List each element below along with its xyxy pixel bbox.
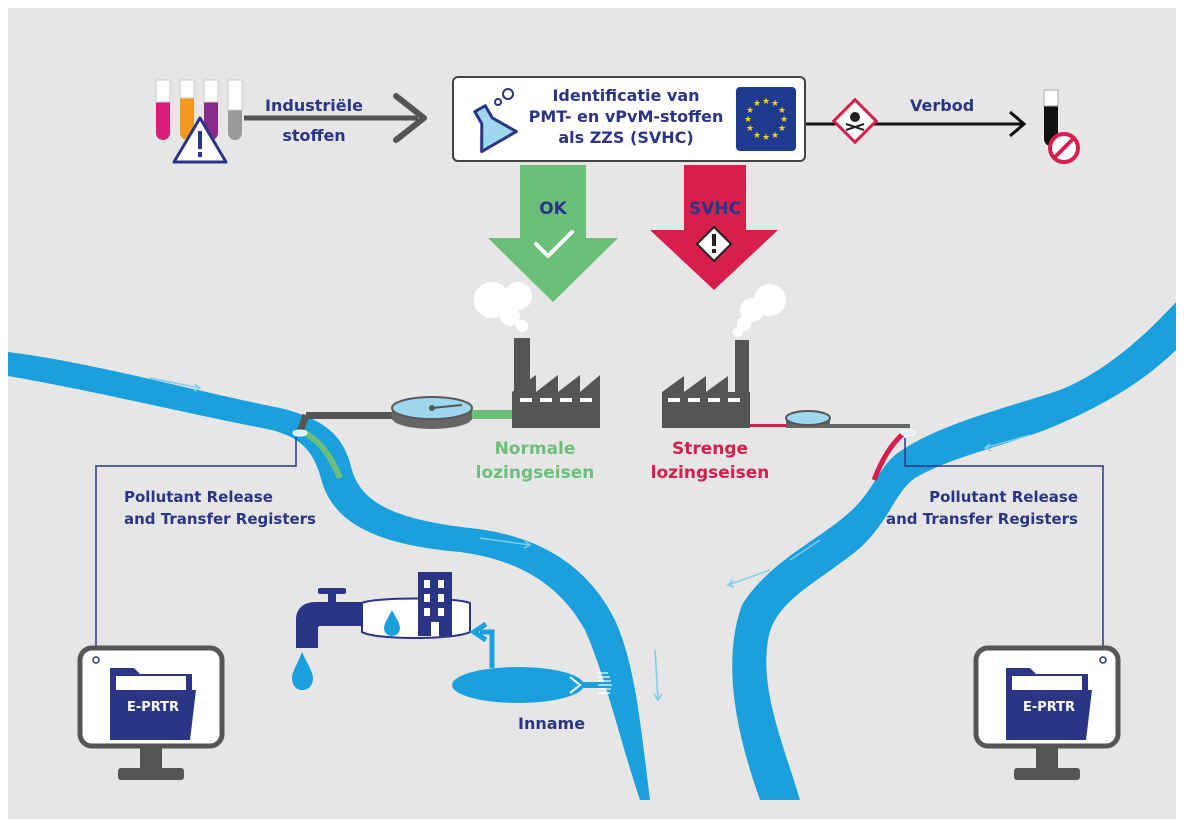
register-right-line2: and Transfer Registers	[886, 510, 1078, 528]
eu-flag-icon: ★★★★ ★★★★ ★★★★	[736, 87, 796, 151]
register-left-line2: and Transfer Registers	[124, 510, 316, 528]
factory-icon	[512, 338, 600, 428]
smoke-icon	[733, 284, 786, 337]
svg-text:★: ★	[778, 124, 786, 134]
treatment-tank-icon	[785, 410, 831, 428]
hazard-exclamation-icon	[695, 225, 733, 263]
ok-arrow	[488, 165, 618, 302]
svg-text:★: ★	[746, 124, 754, 134]
industrial-label-line1: Industriële	[265, 96, 363, 115]
folder-icon	[1006, 668, 1092, 740]
identification-line1: Identificatie van	[552, 86, 700, 105]
test-tubes-icon	[155, 79, 243, 140]
ban-label: Verbod	[910, 96, 975, 115]
svg-text:★: ★	[753, 99, 761, 109]
register-left-line1: Pollutant Release	[124, 488, 273, 506]
river-flow-arrows	[149, 377, 1031, 702]
strict-limits-line1: Strenge	[671, 439, 749, 459]
ok-arrow-label: OK	[539, 199, 567, 219]
banned-tube-icon	[1043, 89, 1080, 164]
tap-icon	[296, 588, 362, 648]
svhc-arrow-label: SVHC	[688, 199, 742, 219]
folder-icon	[110, 668, 196, 740]
svg-text:★: ★	[753, 131, 761, 141]
normal-limits-line1: Normale	[494, 439, 576, 459]
industrial-label-line2: stoffen	[282, 126, 346, 145]
monitor-left-label: E-PRTR	[126, 700, 180, 715]
flask-icon	[473, 88, 518, 154]
identification-line2: PMT- en vPvM-stoffen	[528, 107, 724, 126]
water-reservoir	[361, 597, 471, 639]
smoke-icon	[474, 282, 532, 332]
water-drop-icon	[292, 652, 313, 690]
svg-text:★: ★	[744, 115, 752, 125]
intake-label: Inname	[518, 714, 586, 733]
toxic-hazard-icon	[831, 97, 879, 145]
register-right-line1: Pollutant Release	[929, 488, 1078, 506]
svg-text:★: ★	[771, 131, 779, 141]
svg-text:★: ★	[762, 133, 770, 143]
building-icon	[418, 572, 452, 636]
warning-triangle-icon	[172, 116, 228, 164]
factory-icon	[662, 340, 750, 428]
monitor-right-label: E-PRTR	[1022, 700, 1076, 715]
strict-limits-line2: lozingseisen	[650, 463, 770, 483]
svg-text:★: ★	[762, 97, 770, 107]
treatment-tank-icon	[391, 396, 473, 429]
identification-box: Identificatie van PMT- en vPvM-stoffen a…	[452, 76, 806, 162]
svg-text:★: ★	[778, 106, 786, 116]
svg-text:★: ★	[746, 106, 754, 116]
normal-limits-line2: lozingseisen	[475, 463, 595, 483]
water-drop-icon	[384, 610, 400, 636]
svg-text:★: ★	[780, 115, 788, 125]
intake-basin	[452, 667, 584, 703]
svg-text:★: ★	[771, 99, 779, 109]
identification-line3: als ZZS (SVHC)	[558, 128, 694, 147]
checkmark-icon	[534, 230, 574, 258]
